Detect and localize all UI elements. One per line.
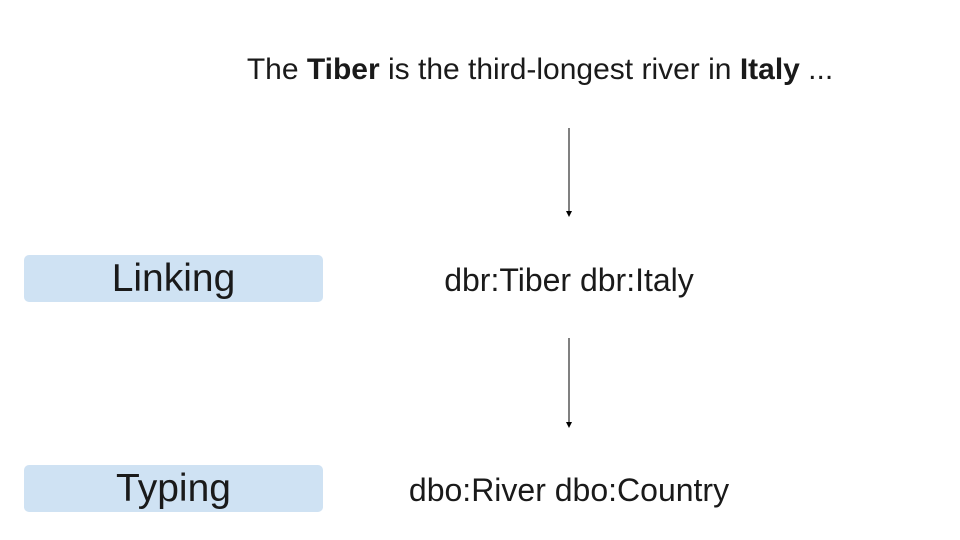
entity-italy: Italy [739, 53, 800, 86]
sentence-text-3: ... [799, 53, 834, 86]
linking-label: Linking [111, 256, 236, 300]
entity-tiber: Tiber [306, 53, 380, 86]
input-sentence: The Tiber is the third-longest river in … [0, 50, 960, 90]
typing-label-box: Typing [24, 465, 323, 512]
typing-label: Typing [116, 466, 231, 510]
typing-output: dbo:River dbo:Country [408, 472, 730, 508]
linking-output: dbr:Tiber dbr:Italy [444, 262, 694, 298]
sentence-text-1: The [246, 53, 307, 86]
linking-label-box: Linking [24, 255, 323, 302]
sentence-text-2: is the third-longest river in [379, 53, 740, 86]
